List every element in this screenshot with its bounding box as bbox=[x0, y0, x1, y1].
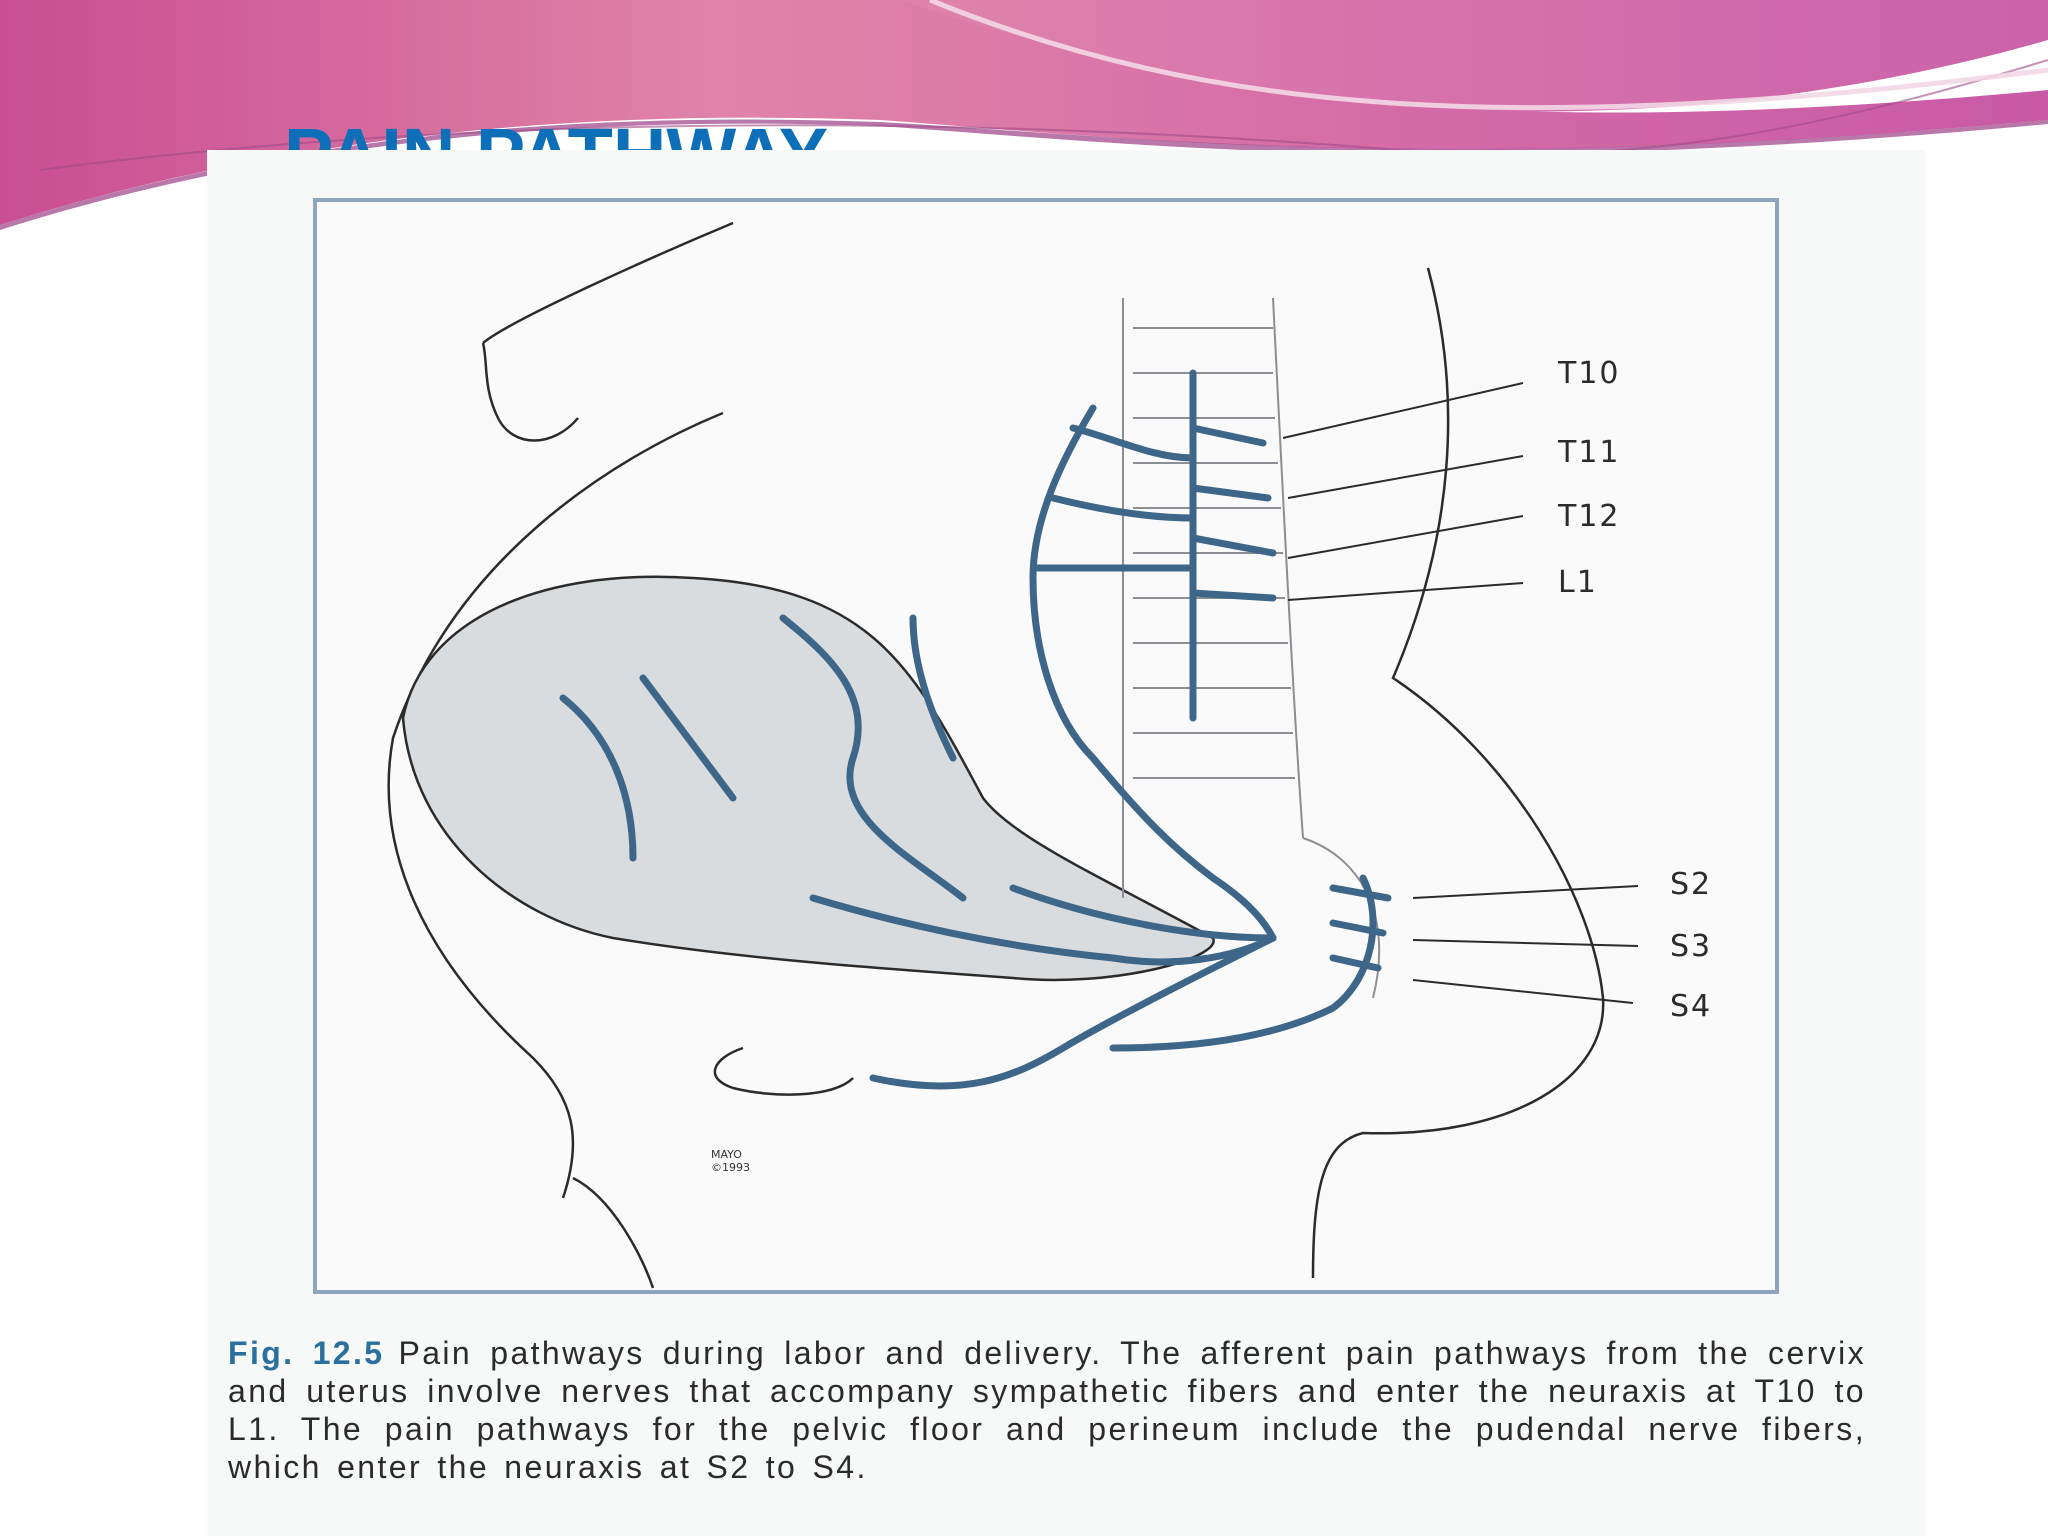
level-labels: T10 T11 T12 L1 S2 S3 S4 bbox=[1557, 356, 1712, 1024]
caption-label: Fig. 12.5 bbox=[228, 1335, 384, 1371]
label-t12: T12 bbox=[1557, 499, 1621, 534]
label-t10: T10 bbox=[1557, 356, 1621, 391]
label-s4: S4 bbox=[1670, 989, 1712, 1024]
credit-line-1: MAYO bbox=[711, 1148, 742, 1161]
label-t11: T11 bbox=[1557, 435, 1621, 470]
label-s3: S3 bbox=[1670, 929, 1712, 964]
credit-line-2: ©1993 bbox=[711, 1161, 750, 1174]
caption-text: Pain pathways during labor and delivery.… bbox=[228, 1335, 1866, 1485]
label-s2: S2 bbox=[1670, 867, 1712, 902]
label-l1: L1 bbox=[1558, 565, 1598, 600]
spine bbox=[1123, 298, 1379, 998]
anatomical-illustration: T10 T11 T12 L1 S2 S3 S4 MAYO ©1993 bbox=[313, 198, 1779, 1294]
label-leaders bbox=[1283, 383, 1638, 1003]
